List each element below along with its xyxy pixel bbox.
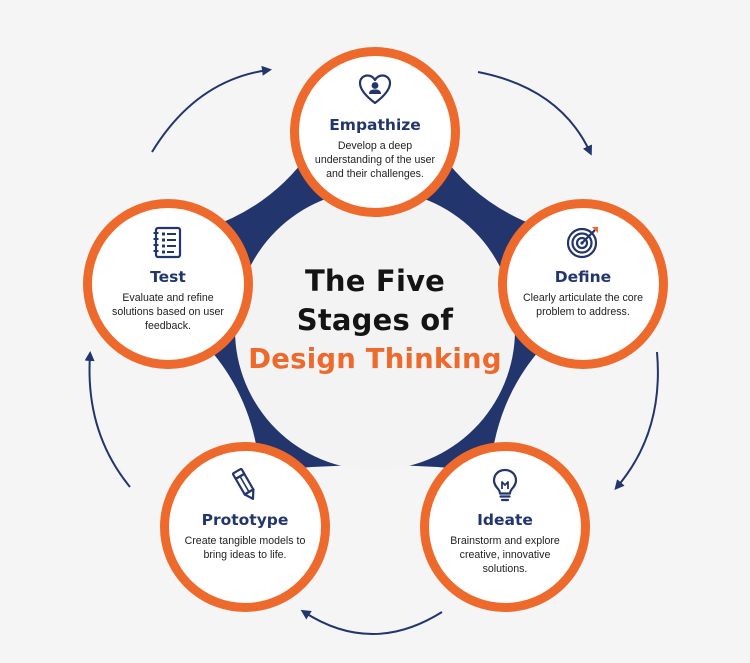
center-title-line-2: Stages of	[296, 303, 454, 337]
checklist-icon	[153, 226, 182, 259]
stage-description: Create tangible models to bring ideas to…	[184, 535, 306, 561]
stage-test: Test Evaluate and refine solutions based…	[83, 199, 253, 369]
arrow-ideate-to-prototype	[300, 609, 443, 635]
center-circle	[235, 190, 515, 470]
center-title: The Five Stages of Design Thinking	[238, 262, 512, 379]
stage-title: Ideate	[477, 511, 533, 529]
stage-description: Evaluate and refine solutions based on u…	[112, 292, 224, 332]
stage-prototype: Prototype Create tangible models to brin…	[160, 442, 330, 612]
arrow-test-to-empathize	[151, 65, 272, 153]
heart-user-icon	[358, 74, 392, 105]
stage-define: Define Clearly articulate the core probl…	[498, 199, 668, 369]
pencil-icon	[231, 467, 255, 500]
stage-title: Empathize	[329, 116, 421, 134]
arrow-prototype-to-test	[84, 351, 131, 488]
stage-title: Prototype	[201, 511, 289, 529]
center-title-line-3: Design Thinking	[248, 343, 502, 375]
target-icon	[566, 227, 598, 259]
lightbulb-icon	[492, 468, 518, 502]
stage-empathize: Empathize Develop a deep understanding o…	[290, 47, 460, 217]
stage-title: Define	[554, 268, 612, 286]
center-title-line-1: The Five	[304, 264, 446, 298]
arrow-empathize-to-define	[477, 71, 592, 156]
stage-title: Test	[150, 268, 186, 286]
stage-description: Brainstorm and explore creative, innovat…	[450, 535, 560, 575]
stage-ideate: Ideate Brainstorm and explore creative, …	[420, 442, 590, 612]
stage-description: Develop a deep understanding of the user…	[314, 140, 436, 180]
arrow-define-to-ideate	[614, 351, 659, 491]
stage-description: Clearly articulate the core problem to a…	[522, 292, 644, 318]
